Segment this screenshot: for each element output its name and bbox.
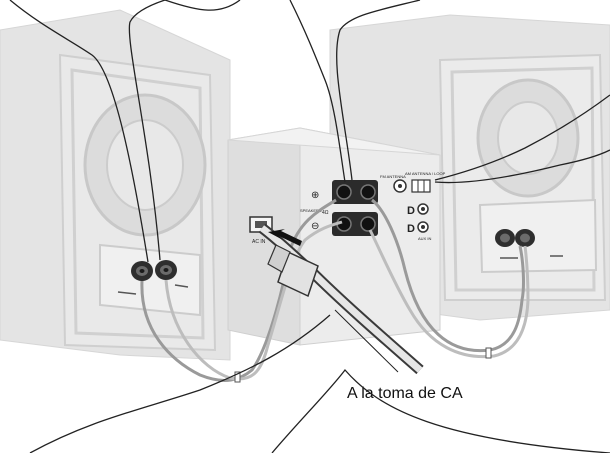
ac-power-cord xyxy=(258,223,424,375)
speakers-impedance-label: 4Ω xyxy=(322,210,329,216)
speakers-label: SPEAKERS xyxy=(300,208,322,213)
speaker-cables xyxy=(140,198,530,383)
svg-text:D: D xyxy=(407,223,415,235)
right-speaker-terminal-plus xyxy=(515,229,535,247)
insert-arrow-icon xyxy=(268,229,302,246)
ac-in-label: AC IN xyxy=(252,239,266,245)
aux-in-jacks: D D AUX IN xyxy=(407,203,431,241)
left-speaker-terminal-minus xyxy=(131,261,153,281)
aux-in-label: AUX IN xyxy=(418,236,431,241)
speaker-output-terminals: ⊕ ⊖ SPEAKERS 4Ω xyxy=(300,180,378,236)
left-speaker xyxy=(0,9,231,361)
fm-antenna-label: FM ANTENNA xyxy=(380,174,406,179)
am-antenna-label: AM ANTENNA / LOOP xyxy=(405,171,446,176)
plus-mark: ⊕ xyxy=(311,190,319,201)
minus-mark: ⊖ xyxy=(311,221,319,232)
callout-outlines xyxy=(9,0,610,453)
antenna-terminals: FM ANTENNA AM ANTENNA / LOOP xyxy=(380,171,446,193)
right-speaker-terminal-minus xyxy=(495,229,515,247)
left-speaker-terminal-plus xyxy=(155,260,177,280)
svg-text:D: D xyxy=(407,205,415,217)
ac-outlet-caption: A la toma de CA xyxy=(347,385,463,402)
